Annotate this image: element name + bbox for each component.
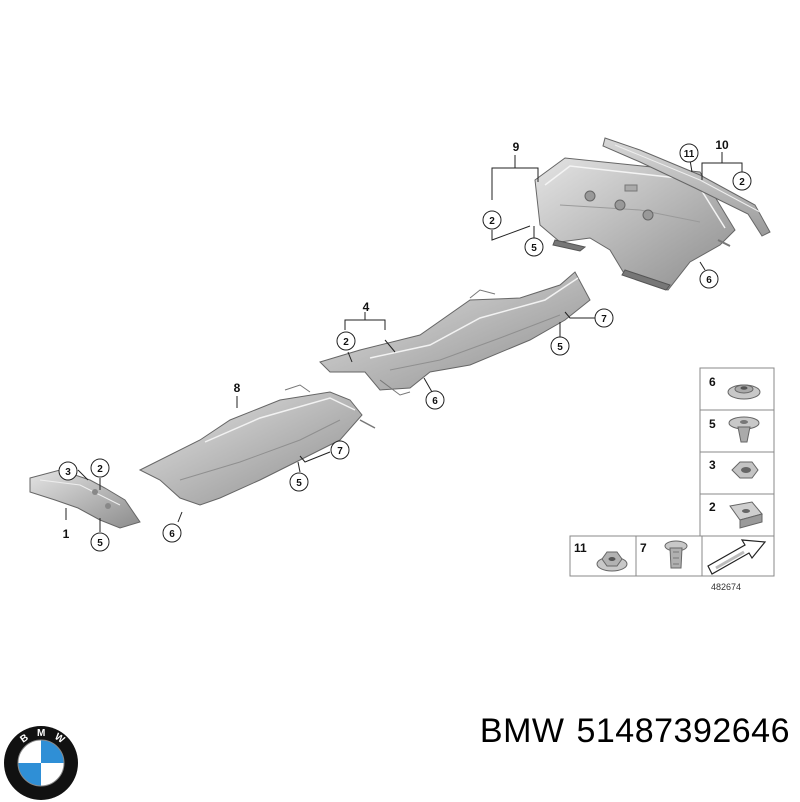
callout-label: 11 (684, 149, 695, 160)
callout-label: 3 (65, 467, 71, 478)
callout-circle (162, 523, 182, 543)
callout-circle (524, 237, 544, 257)
heat-shield-rear (534, 157, 736, 291)
fastener-legend: 6 5 3 2 11 (569, 367, 775, 592)
callout-circle (289, 472, 309, 492)
callout-label: 6 (432, 396, 438, 407)
callout-circle (330, 440, 350, 460)
expansion-rivet-icon (664, 540, 688, 569)
callout-label: 5 (97, 538, 103, 549)
heat-shield-front (138, 384, 376, 506)
part-number-label: 10 (715, 138, 729, 152)
callout-label: 5 (296, 478, 302, 489)
heat-shield-middle (319, 271, 591, 396)
legend-label-2: 2 (709, 500, 716, 514)
part-number-label: 8 (234, 381, 241, 395)
hex-flange-nut-icon (596, 551, 628, 572)
callout-circle (90, 458, 110, 478)
callout-circle (336, 331, 356, 351)
callout-label: 6 (169, 529, 175, 540)
brand-name: BMW (479, 712, 565, 750)
callout-label: 2 (489, 216, 495, 227)
logo-letter-m: M (37, 728, 45, 739)
bmw-logo: B M W (4, 726, 78, 800)
legend-label-7: 7 (640, 541, 647, 555)
callout-label: 2 (739, 177, 745, 188)
callout-label: 7 (601, 314, 607, 325)
part-number-label: 4 (363, 300, 370, 314)
callout-circle (550, 336, 570, 356)
flange-nut-icon (727, 384, 761, 400)
callout-label: 2 (343, 337, 349, 348)
heat-shield-strip (602, 137, 771, 237)
direction-arrow-icon (707, 539, 767, 575)
clip-nut-icon (729, 501, 763, 529)
callout-circle (425, 390, 445, 410)
legend-label-11: 11 (574, 541, 587, 555)
callout-circle (594, 308, 614, 328)
callout-circle (58, 461, 78, 481)
heat-shield-small (29, 469, 141, 529)
nut-icon (731, 461, 759, 479)
push-clip-icon (728, 416, 760, 443)
callout-label: 5 (557, 342, 563, 353)
callout-label: 2 (97, 464, 103, 475)
callout-circle (482, 210, 502, 230)
callout-circle (699, 269, 719, 289)
callout-label: 7 (337, 446, 343, 457)
legend-label-5: 5 (709, 417, 716, 431)
callouts: 3 2 1 5 6 8 7 5 4 2 7 5 6 9 2 5 6 10 11 (58, 138, 752, 552)
part-number-label: 9 (513, 140, 520, 154)
part-number: 51487392646 (576, 712, 790, 750)
legend-label-6: 6 (709, 375, 716, 389)
callout-label: 5 (531, 243, 537, 254)
part-number-label: 1 (63, 527, 70, 541)
callout-label: 6 (706, 275, 712, 286)
part-footer: BMW 51487392646 (400, 712, 790, 772)
callout-circle (679, 143, 699, 163)
callout-circle (90, 532, 110, 552)
callout-circle (732, 171, 752, 191)
legend-label-3: 3 (709, 458, 716, 472)
reference-number: 482674 (711, 582, 741, 592)
